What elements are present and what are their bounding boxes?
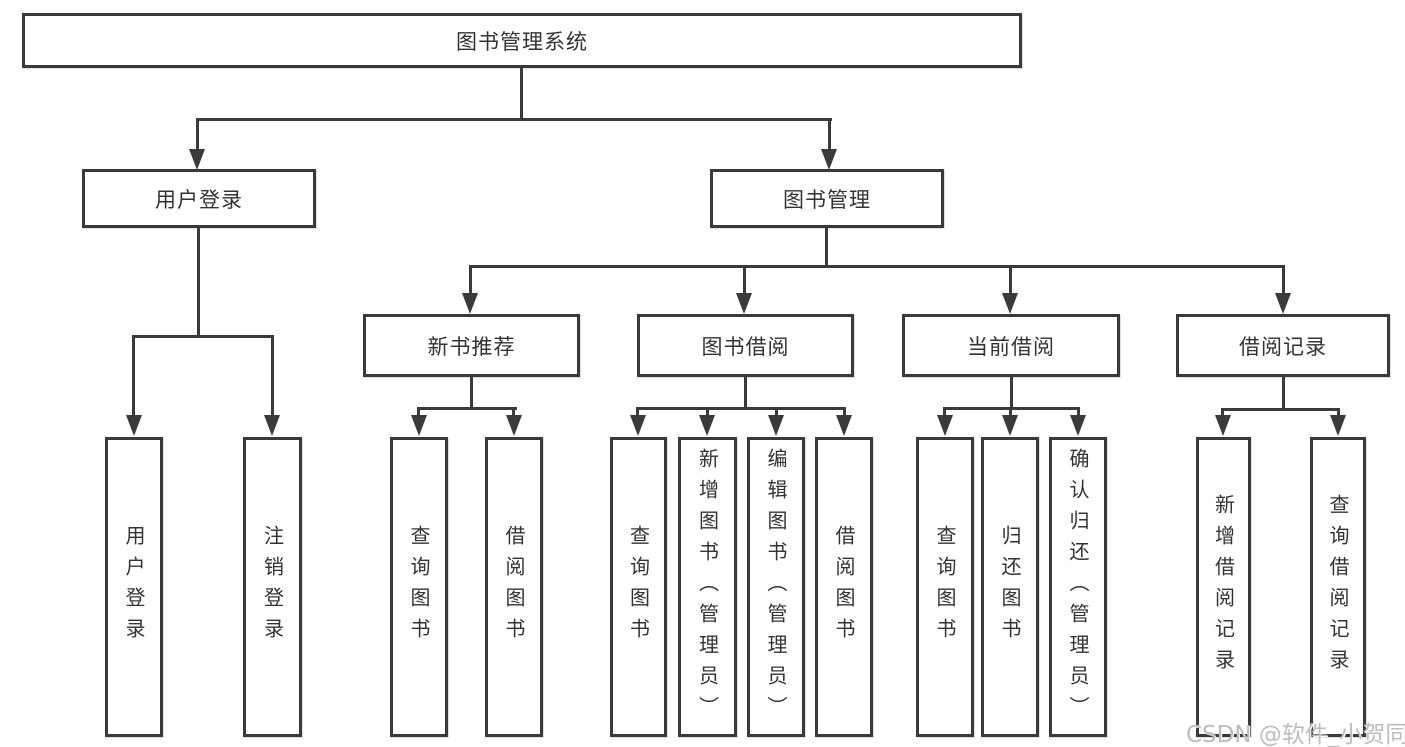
- connector-drop-book-mgmt: [828, 118, 831, 150]
- node-label-new-books: 新书推荐: [427, 334, 516, 359]
- arrowhead-down-icon: [736, 293, 752, 314]
- leaf-label: 新增图书（管理员）: [695, 447, 720, 727]
- arrowhead-down-icon: [768, 415, 784, 436]
- node-box-user-login: 用户登录: [82, 169, 316, 228]
- leaf-label: 查询图书: [407, 525, 431, 649]
- leaf-box-edit-books-admin: 编辑图书（管理员）: [747, 437, 805, 737]
- leaf-box-query-books-current: 查询图书: [916, 437, 974, 737]
- connector-stem-root: [520, 68, 523, 118]
- leaf-box-confirm-return-admin: 确认归还（管理员）: [1049, 437, 1107, 737]
- connector-drop-book-borrow: [743, 265, 746, 294]
- connector-drop-leaf: [132, 335, 135, 415]
- arrowhead-down-icon: [1275, 293, 1291, 314]
- arrowhead-down-icon: [1002, 293, 1018, 314]
- connector-bar-root: [196, 118, 832, 121]
- leaf-label: 确认归还（管理员）: [1066, 447, 1090, 727]
- connector-drop-leaf: [1077, 407, 1080, 416]
- connector-drop-borrow-records: [1282, 265, 1285, 294]
- arrowhead-down-icon: [1002, 415, 1018, 436]
- connector-drop-leaf: [1337, 408, 1340, 416]
- leaf-box-user-login: 用户登录: [105, 437, 163, 737]
- arrowhead-down-icon: [462, 293, 478, 314]
- node-box-root: 图书管理系统: [22, 13, 1022, 68]
- node-label-book-mgmt: 图书管理: [783, 187, 871, 212]
- leaf-box-add-books-admin: 新增图书（管理员）: [678, 437, 737, 737]
- leaf-box-logout: 注销登录: [243, 437, 302, 737]
- arrowhead-down-icon: [836, 415, 852, 436]
- connector-stem-borrow-records: [1282, 377, 1285, 408]
- csdn-watermark: CSDN @软件_小贺同学: [1186, 722, 1405, 747]
- arrowhead-down-icon: [1215, 415, 1231, 436]
- connector-stem-book-mgmt: [825, 228, 828, 265]
- connector-stem-book-borrow: [744, 377, 747, 407]
- connector-drop-leaf: [1009, 407, 1012, 416]
- connector-bar-book-mgmt: [469, 265, 1285, 268]
- connector-bar-book-borrow: [636, 407, 846, 410]
- connector-drop-current-borrow: [1009, 265, 1012, 294]
- arrowhead-down-icon: [937, 415, 953, 436]
- leaf-box-borrow-books-newbooks: 借阅图书: [485, 437, 543, 737]
- leaf-box-borrow-books-borrow: 借阅图书: [815, 437, 873, 737]
- leaf-label: 查询图书: [933, 525, 957, 649]
- connector-bar-user-login: [132, 335, 274, 338]
- node-label-current-borrow: 当前借阅: [967, 334, 1055, 359]
- connector-drop-leaf: [512, 407, 515, 416]
- leaf-box-return-books: 归还图书: [981, 437, 1039, 737]
- leaf-label: 查询图书: [626, 525, 651, 649]
- connector-bar-borrow-records: [1221, 408, 1340, 411]
- node-box-current-borrow: 当前借阅: [902, 314, 1120, 377]
- leaf-label: 编辑图书（管理员）: [764, 447, 788, 727]
- leaf-label: 借阅图书: [502, 525, 526, 649]
- arrowhead-down-icon: [411, 415, 427, 436]
- leaf-label: 注销登录: [260, 525, 285, 649]
- connector-stem-user-login: [197, 228, 200, 335]
- arrowhead-down-icon: [821, 149, 837, 170]
- connector-bar-new-books: [417, 407, 517, 410]
- connector-drop-leaf: [636, 407, 639, 416]
- node-box-book-borrow: 图书借阅: [637, 314, 854, 377]
- leaf-label: 借阅图书: [832, 525, 856, 649]
- leaf-box-query-borrow-record: 查询借阅记录: [1310, 437, 1366, 737]
- leaf-label: 新增借阅记录: [1211, 494, 1236, 680]
- connector-drop-leaf: [1221, 408, 1224, 416]
- arrowhead-down-icon: [506, 415, 522, 436]
- leaf-label: 归还图书: [998, 525, 1022, 649]
- leaf-box-query-books-newbooks: 查询图书: [390, 437, 448, 737]
- connector-drop-leaf: [843, 407, 846, 416]
- leaf-label: 查询借阅记录: [1326, 494, 1350, 680]
- node-label-borrow-records: 借阅记录: [1239, 334, 1327, 359]
- leaf-label: 用户登录: [122, 525, 146, 649]
- connector-stem-new-books: [470, 377, 473, 407]
- arrowhead-down-icon: [189, 149, 205, 170]
- arrowhead-down-icon: [1070, 415, 1086, 436]
- connector-drop-leaf: [417, 407, 420, 416]
- leaf-box-add-borrow-record: 新增借阅记录: [1196, 437, 1251, 737]
- connector-drop-user-login: [196, 118, 199, 150]
- connector-stem-current-borrow: [1010, 377, 1013, 407]
- connector-drop-new-books: [469, 265, 472, 294]
- node-box-borrow-records: 借阅记录: [1176, 314, 1390, 377]
- connector-drop-leaf: [775, 407, 778, 416]
- connector-drop-leaf: [271, 335, 274, 415]
- arrowhead-down-icon: [264, 415, 280, 436]
- arrowhead-down-icon: [126, 415, 142, 436]
- node-box-new-books: 新书推荐: [363, 314, 580, 377]
- node-box-book-mgmt: 图书管理: [710, 169, 944, 228]
- connector-drop-leaf: [943, 407, 946, 416]
- arrowhead-down-icon: [630, 415, 646, 436]
- connector-drop-leaf: [706, 407, 709, 416]
- arrowhead-down-icon: [699, 415, 715, 436]
- node-label-book-borrow: 图书借阅: [701, 334, 790, 359]
- leaf-box-query-books-borrow: 查询图书: [610, 437, 667, 737]
- node-label-user-login: 用户登录: [155, 187, 243, 212]
- arrowhead-down-icon: [1330, 415, 1346, 436]
- node-label-root: 图书管理系统: [456, 29, 588, 54]
